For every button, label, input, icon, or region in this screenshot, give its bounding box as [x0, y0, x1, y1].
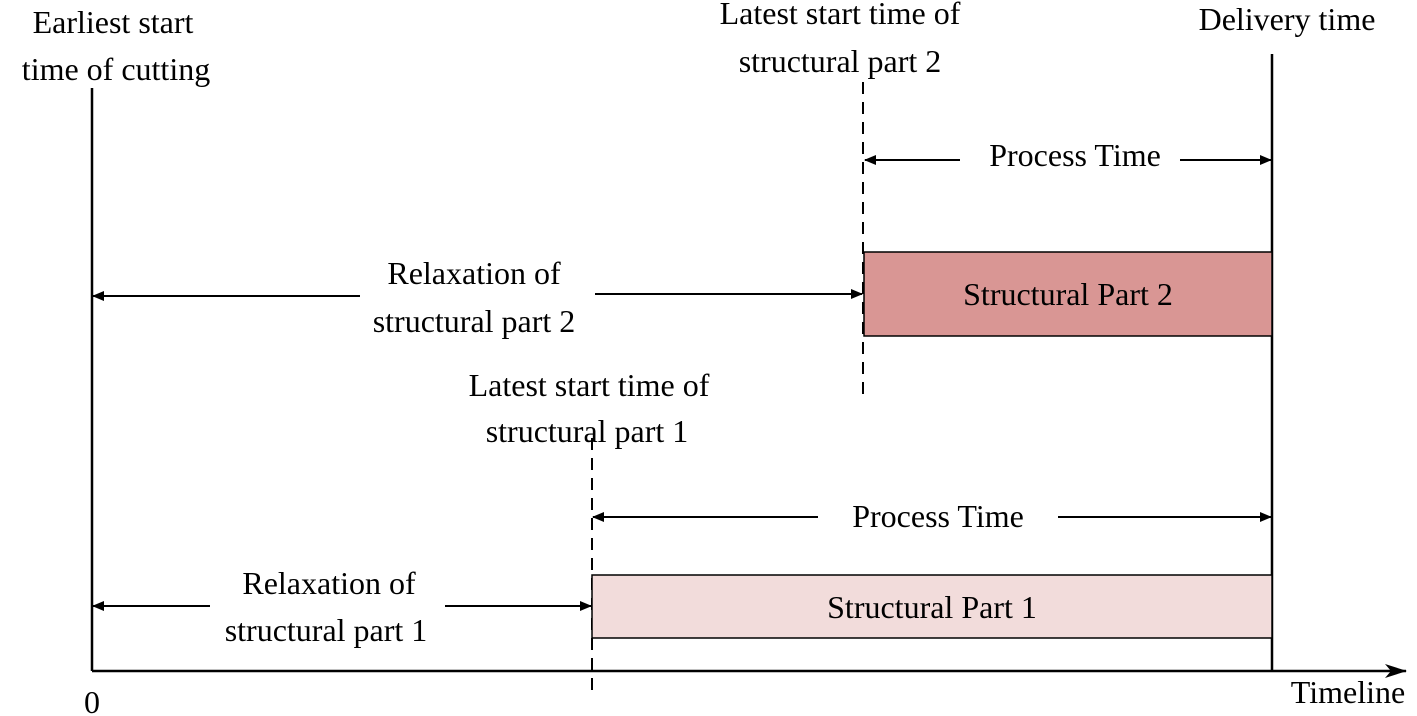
relaxation-1-label-line2: structural part 1	[225, 612, 428, 648]
earliest-start-label-line2: time of cutting	[22, 51, 210, 87]
process-time-1-label: Process Time	[852, 498, 1024, 534]
relaxation-1-label-line1: Relaxation of	[242, 565, 416, 601]
latest-start-2-label-line2: structural part 2	[739, 43, 942, 79]
delivery-time-label: Delivery time	[1199, 1, 1376, 37]
structural-part-1-label: Structural Part 1	[827, 589, 1037, 625]
relaxation-2-label-line1: Relaxation of	[387, 255, 561, 291]
structural-part-1-box	[591, 574, 1273, 639]
process-time-2-label: Process Time	[989, 137, 1161, 173]
latest-start-1-label-line1: Latest start time of	[469, 367, 710, 403]
structural-part-2-label: Structural Part 2	[963, 276, 1173, 312]
earliest-start-label-line1: Earliest start	[33, 4, 194, 40]
latest-start-1-label-line2: structural part 1	[486, 413, 689, 449]
relaxation-2-label-line2: structural part 2	[373, 303, 576, 339]
structural-part-2-box	[863, 251, 1273, 337]
latest-start-2-label-line1: Latest start time of	[720, 0, 961, 31]
timeline-label: Timeline	[1291, 674, 1405, 710]
origin-label: 0	[84, 684, 100, 716]
